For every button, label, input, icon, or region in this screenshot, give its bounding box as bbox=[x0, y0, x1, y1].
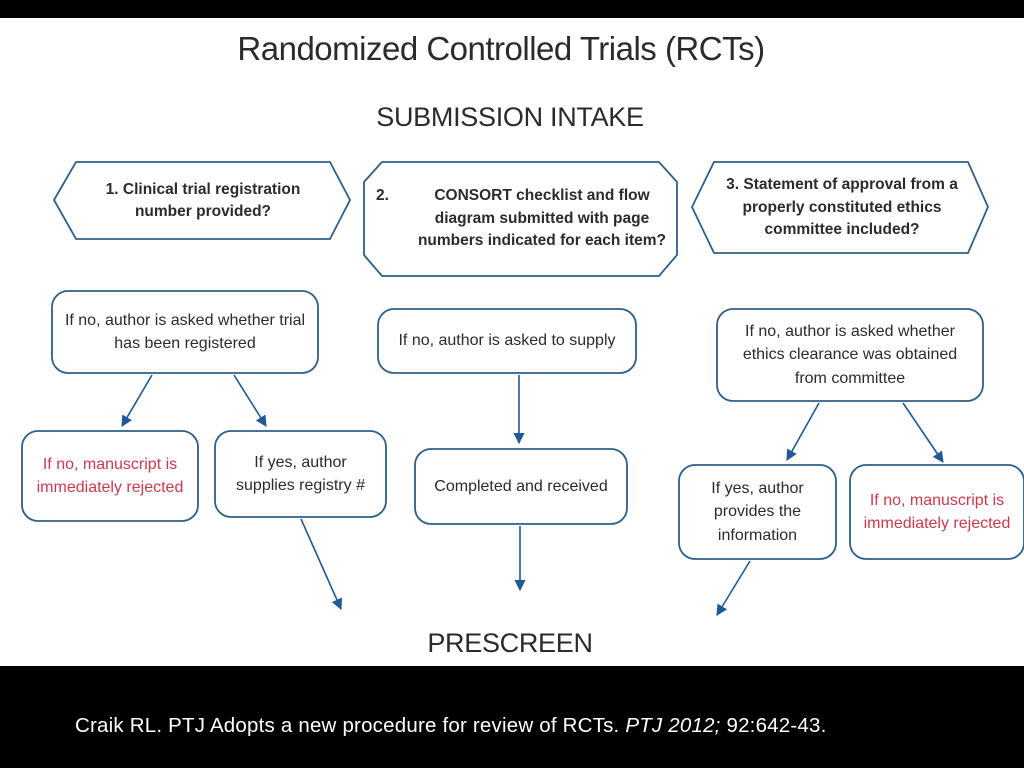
criterion-3: 3. Statement of approval from a properly… bbox=[716, 166, 968, 250]
query-3-box bbox=[716, 308, 984, 402]
arrow-q3-to-no bbox=[902, 402, 944, 463]
criterion-2-number: 2. bbox=[376, 187, 389, 205]
criterion-1-text: Clinical trial registration number provi… bbox=[122, 180, 301, 220]
arrow-q1-to-no bbox=[121, 374, 153, 427]
citation-journal: PTJ 2012; bbox=[625, 714, 721, 737]
submission-intake-heading: SUBMISSION INTAKE bbox=[376, 102, 644, 132]
citation-pages: 92:642-43. bbox=[726, 714, 827, 737]
citation-author: Craik RL. PTJ Adopts a new procedure for… bbox=[75, 714, 620, 737]
criterion-2-hexagon bbox=[363, 161, 678, 277]
criterion-2: 2. CONSORT checklist and flow diagram su… bbox=[372, 166, 672, 272]
col2-done-box bbox=[414, 448, 628, 525]
query-2-box bbox=[377, 308, 637, 374]
col1-reject-text: If no, manuscript is immediately rejecte… bbox=[36, 455, 184, 496]
col2-done-text: Completed and received bbox=[434, 477, 608, 495]
col3-no-box bbox=[849, 464, 1024, 560]
query-1-text: If no, author is asked whether trial has… bbox=[64, 311, 306, 352]
arrow-q1-to-yes bbox=[233, 374, 267, 427]
criterion-3-number: 3. bbox=[726, 176, 740, 194]
col3-yes-box bbox=[678, 464, 837, 560]
prescreen-heading: PRESCREEN bbox=[427, 628, 593, 658]
col3-reject-text: If no, manuscript is immediately rejecte… bbox=[863, 491, 1011, 532]
criterion-3-text: Statement of approval from a properly co… bbox=[742, 176, 958, 239]
criterion-2-text: CONSORT checklist and flow diagram submi… bbox=[417, 187, 667, 250]
slide-title: Randomized Controlled Trials (RCTs) bbox=[237, 30, 765, 67]
col1-yes-box bbox=[214, 430, 387, 518]
criterion-1: 1. Clinical trial registration number pr… bbox=[80, 166, 326, 236]
arrow-q3-to-yes bbox=[786, 402, 820, 461]
col3-yes-text: If yes, author provides the information bbox=[711, 480, 804, 544]
arrow-yes1-to-prescreen bbox=[300, 518, 343, 611]
criterion-1-number: 1. bbox=[105, 180, 119, 198]
flowchart-connectors bbox=[21, 161, 1024, 616]
query-3-text: If no, author is asked whether ethics cl… bbox=[742, 323, 958, 387]
query-2-text: If no, author is asked to supply bbox=[398, 332, 616, 350]
citation: Craik RL. PTJ Adopts a new procedure for… bbox=[75, 714, 827, 738]
arrow-yes3-to-prescreen bbox=[716, 560, 751, 616]
col1-yes-text: If yes, author supplies registry # bbox=[236, 453, 365, 494]
criterion-1-hexagon bbox=[52, 161, 352, 240]
query-1-box bbox=[51, 290, 319, 374]
col1-no-box bbox=[21, 430, 199, 522]
criterion-3-hexagon bbox=[691, 161, 989, 254]
